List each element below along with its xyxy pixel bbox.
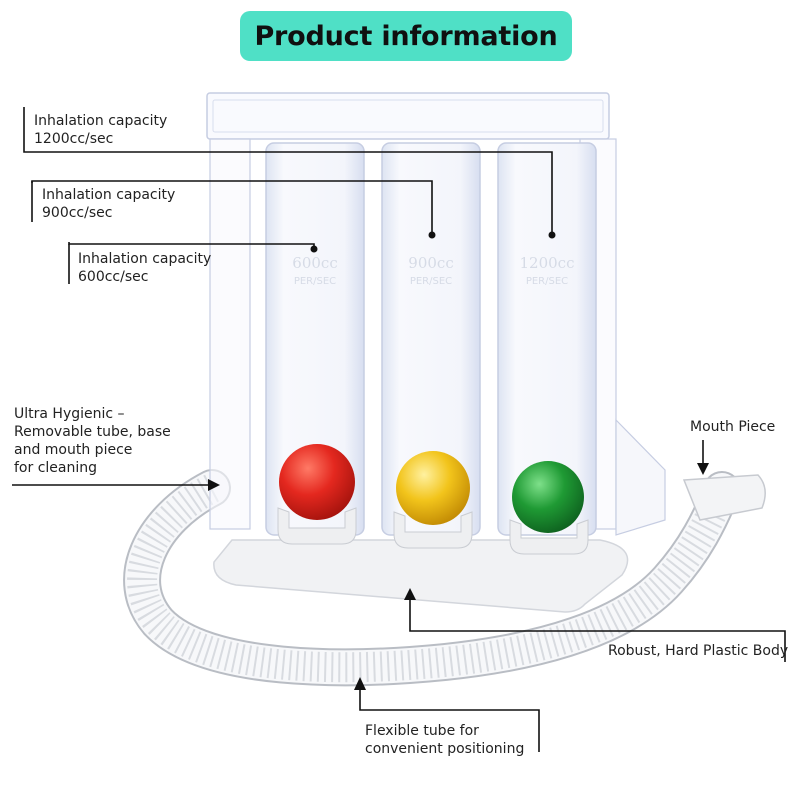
callout-mouthpiece: Mouth Piece: [690, 419, 776, 435]
callout-body: Robust, Hard Plastic Body: [608, 643, 789, 659]
page-title: Product information: [254, 20, 558, 52]
leader-tube: [359, 680, 540, 752]
green-ball: [512, 461, 584, 533]
callout-600: Inhalation capacity 600cc/sec: [78, 251, 212, 285]
title-banner: Product information: [240, 11, 572, 61]
chamber-600: 600cc PER/SEC: [265, 142, 365, 545]
flexible-tube: [123, 469, 741, 687]
yellow-ball: [396, 451, 470, 525]
mouth-piece: [682, 474, 766, 521]
callout-1200: Inhalation capacity 1200cc/sec: [34, 113, 168, 147]
callout-tube: Flexible tube for convenient positioning: [365, 723, 525, 757]
callout-hygienic: Ultra Hygienic – Removable tube, base an…: [14, 406, 171, 476]
chamber-1200: 1200cc PER/SEC: [497, 142, 597, 555]
chamber-top-label: 1200cc: [520, 254, 575, 272]
leader-body: [409, 598, 786, 662]
chamber-top-label: 900cc: [408, 254, 453, 272]
leader-1200: [23, 107, 553, 235]
chamber-bottom-label: PER/SEC: [526, 276, 568, 287]
chamber-top-label: 600cc: [292, 254, 337, 272]
leader-markers: [208, 231, 709, 690]
chamber-bottom-label: PER/SEC: [410, 276, 452, 287]
base-plate: [213, 539, 629, 613]
chamber-bottom-label: PER/SEC: [294, 276, 336, 287]
callout-900: Inhalation capacity 900cc/sec: [42, 187, 176, 221]
chamber-900: 900cc PER/SEC: [381, 142, 481, 549]
red-ball: [279, 444, 355, 520]
